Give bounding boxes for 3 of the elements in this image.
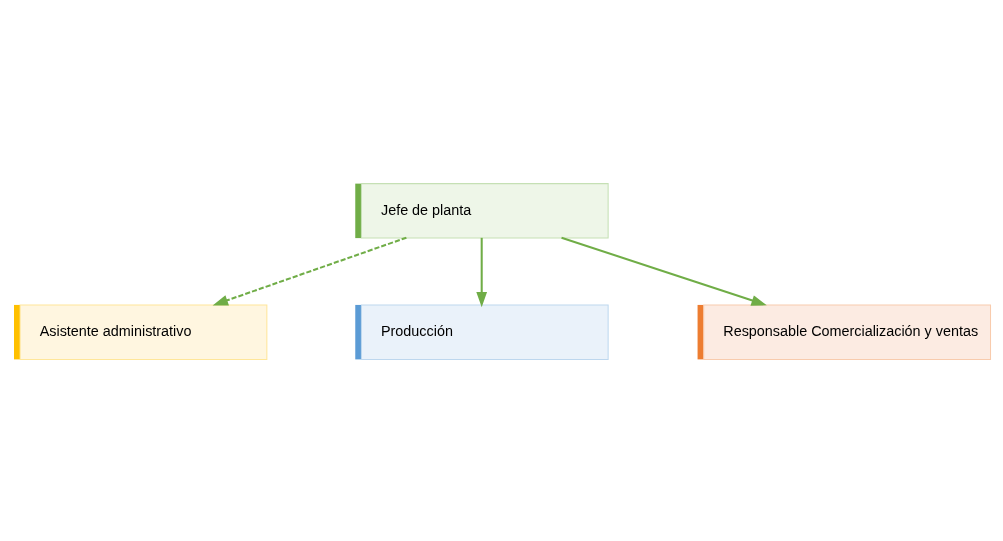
- arrow: [212, 236, 407, 305]
- arrow: [560, 236, 767, 306]
- arrow: [475, 237, 487, 307]
